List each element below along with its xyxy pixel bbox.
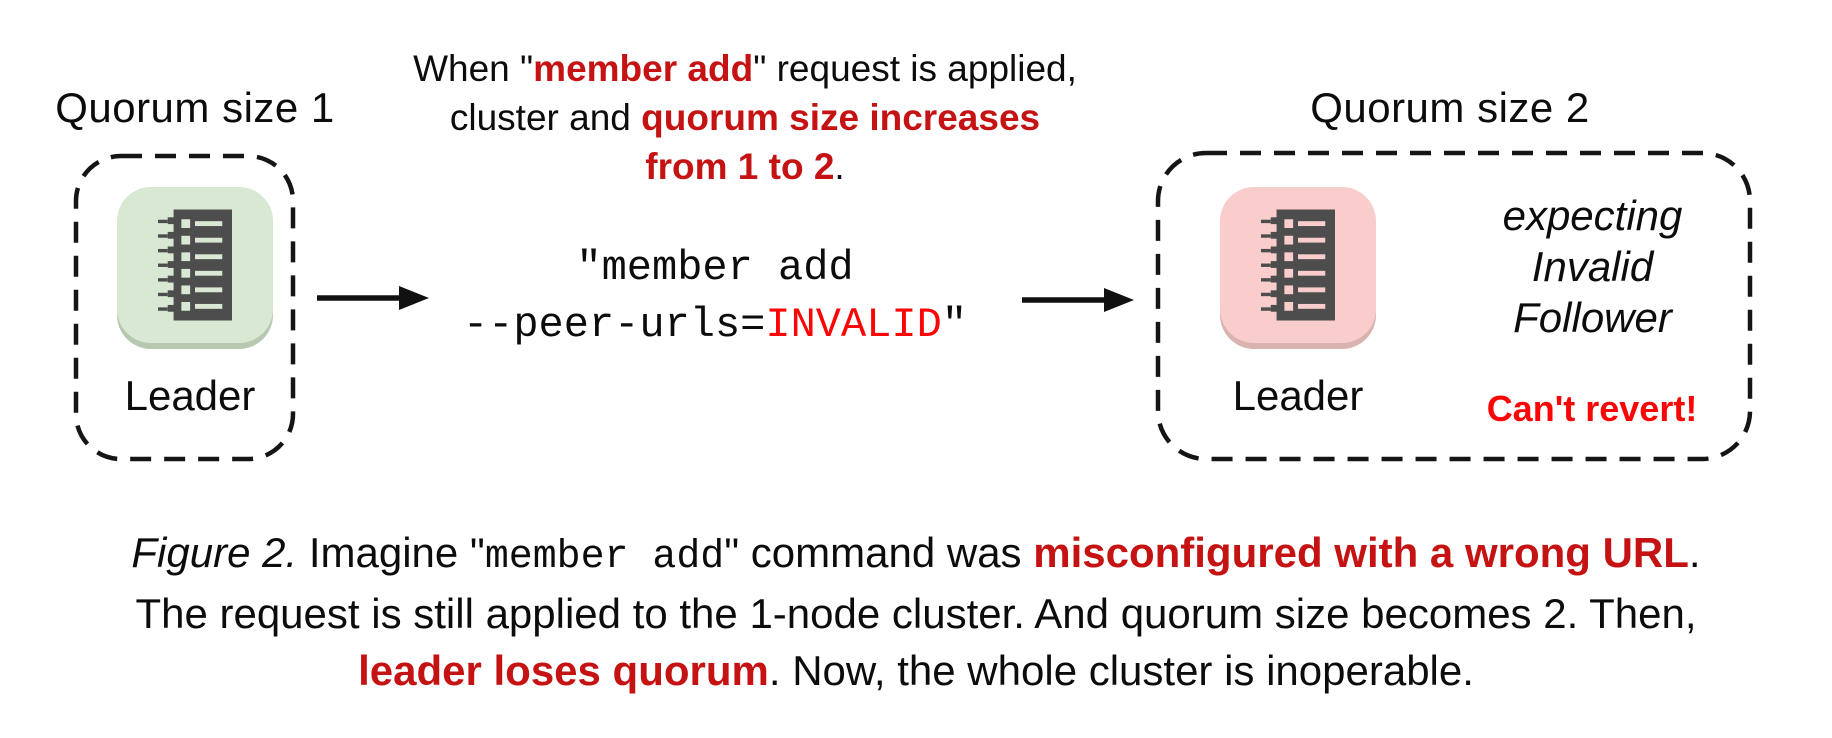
- caption-line-2: The request is still applied to the 1-no…: [135, 590, 1697, 637]
- figure-caption: Figure 2. Imagine "member add" command w…: [0, 524, 1832, 699]
- left-cluster-boundary: [73, 153, 296, 462]
- caption-line-3: leader loses quorum. Now, the whole clus…: [0, 642, 1832, 699]
- caption-line1-em: misconfigured with a wrong URL: [1033, 529, 1689, 576]
- right-leader-label: Leader: [1232, 372, 1364, 419]
- command-line1: "member add: [576, 244, 854, 292]
- annotation-line2-pre: cluster and: [449, 97, 642, 138]
- leader-node-tile-pink: [1220, 187, 1376, 343]
- right-cluster-boundary: [1155, 150, 1753, 462]
- leader-node-tile-green: [117, 187, 273, 343]
- annotation-line2-em: quorum size increases: [641, 97, 1041, 138]
- arrow-right-icon: [317, 286, 429, 310]
- command-line2-pre: --peer-urls=: [462, 301, 766, 349]
- annotation-line1-pre: When ": [413, 48, 534, 89]
- caption-line3-a: . Now, the whole cluster is inoperable.: [768, 647, 1474, 694]
- caption-line1-code: member add: [484, 534, 725, 579]
- caption-line-1: Figure 2. Imagine "member add" command w…: [0, 524, 1832, 585]
- annotation-line3-post: .: [834, 146, 845, 187]
- annotation-line1-post: " request is applied,: [753, 48, 1077, 89]
- right-cluster-title: Quorum size 2: [1310, 84, 1590, 131]
- command-line2-post: ": [941, 301, 968, 349]
- annotation-line1-em: member add: [533, 48, 754, 89]
- left-leader-label: Leader: [124, 372, 256, 419]
- ledger-icon: [1261, 209, 1335, 321]
- caption-line1-c: .: [1688, 529, 1701, 576]
- arrow-right-icon: [1022, 288, 1134, 312]
- caption-line3-em: leader loses quorum: [358, 647, 769, 694]
- ledger-icon: [158, 209, 232, 321]
- caption-line1-b: " command was: [724, 529, 1034, 576]
- cant-revert-warning: Can't revert!: [1486, 388, 1698, 429]
- caption-figure-label: Figure 2.: [131, 529, 298, 576]
- command-invalid-value: INVALID: [765, 301, 942, 349]
- status-line-2: Invalid: [1531, 243, 1654, 290]
- annotation-line3-em: from 1 to 2: [645, 146, 835, 187]
- status-line-3: Follower: [1513, 294, 1672, 341]
- status-line-1: expecting: [1502, 192, 1683, 239]
- member-add-annotation: When "member add" request is applied, cl…: [375, 44, 1115, 191]
- member-add-command: "member add --peer-urls=INVALID": [430, 240, 1000, 354]
- expecting-follower-status: expecting Invalid Follower: [1440, 190, 1745, 343]
- left-cluster-title: Quorum size 1: [55, 84, 335, 131]
- caption-line1-a: Imagine ": [297, 529, 485, 576]
